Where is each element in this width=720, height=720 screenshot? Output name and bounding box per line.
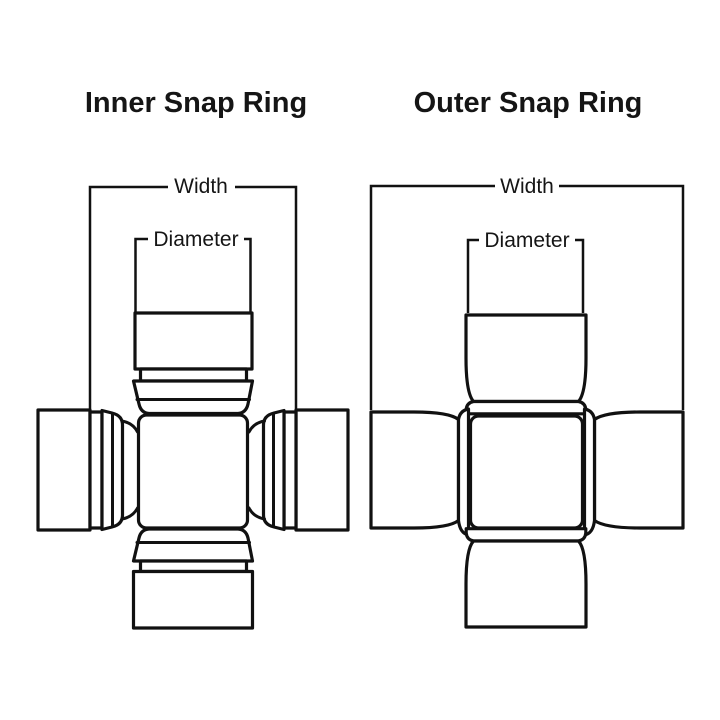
inner-diagram-title: Inner Snap Ring (85, 87, 307, 119)
outer-left-snap-ring-lip (456, 407, 471, 537)
outer-cross-center-body (468, 414, 585, 530)
outer-bottom-snap-ring-lip (464, 527, 588, 543)
inner-right-bearing-cap (294, 408, 350, 532)
inner-cross-center-body (136, 413, 250, 530)
inner-left-bearing-cap (36, 408, 92, 532)
inner-top-snap-ring-groove (138, 367, 249, 383)
inner-right-snap-ring-groove (282, 410, 298, 530)
inner-right-trunnion-fillets (247, 419, 266, 521)
outer-left-bearing-cap (369, 410, 461, 530)
inner-bottom-seal (131, 527, 255, 563)
inner-left-trunnion-fillets (120, 419, 139, 521)
outer-top-snap-ring-lip (464, 399, 588, 416)
outer-bottom-bearing-cap (464, 539, 588, 629)
inner-top-bearing-cap (133, 311, 254, 371)
inner-diameter-dimension-bracket (134, 237, 252, 313)
outer-right-bearing-cap (592, 410, 685, 530)
outer-right-snap-ring-lip (582, 407, 597, 537)
inner-snap-ring-diagram: Inner Snap Ring Width Diameter (36, 87, 350, 630)
outer-width-label: Width (500, 175, 554, 198)
inner-width-dimension-bracket (88, 185, 298, 409)
outer-top-bearing-cap (464, 313, 588, 404)
inner-left-snap-ring-groove (88, 410, 104, 530)
inner-diameter-label: Diameter (153, 228, 238, 251)
outer-snap-ring-diagram: Outer Snap Ring Width Diameter (369, 87, 685, 629)
inner-top-seal (131, 379, 255, 416)
outer-diameter-dimension-bracket (466, 238, 585, 313)
outer-diameter-label: Diameter (484, 229, 569, 252)
inner-width-label: Width (174, 175, 228, 198)
inner-bottom-bearing-cap (131, 569, 255, 630)
outer-diagram-title: Outer Snap Ring (414, 87, 643, 119)
outer-width-dimension-bracket (369, 184, 685, 410)
